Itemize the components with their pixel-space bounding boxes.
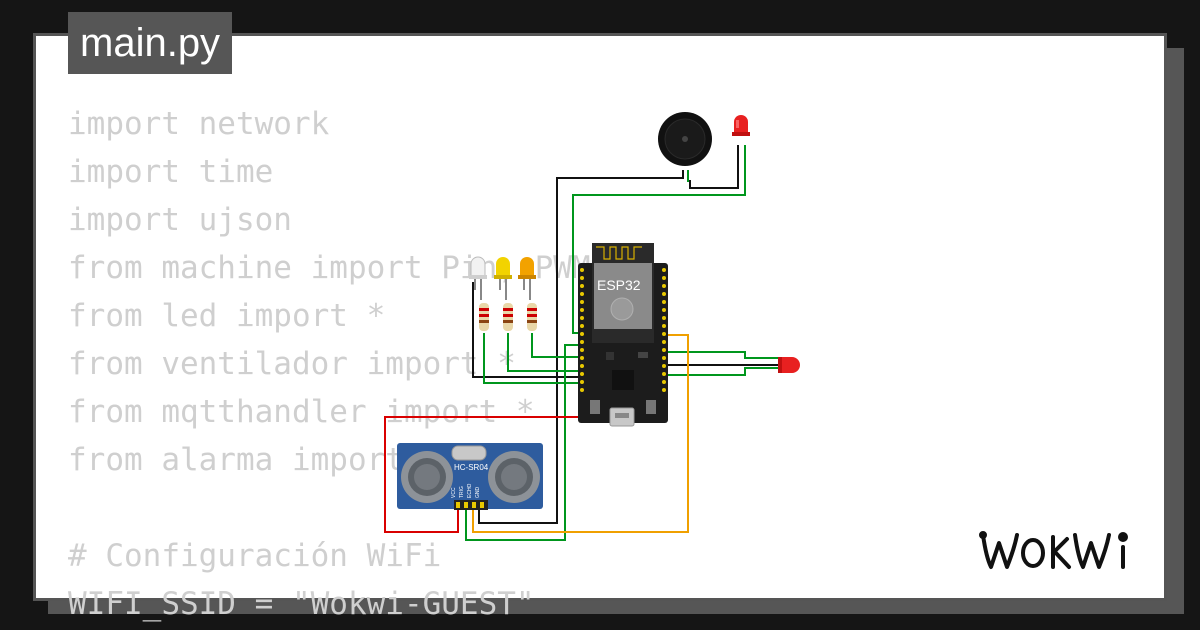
sensor-label: HC-SR04: [454, 463, 489, 472]
sensor-pin-vcc: VCC: [451, 487, 457, 498]
ultrasonic-sensor[interactable]: [397, 443, 543, 510]
code-line-11: WIFI_SSID = "Wokwi-GUEST": [68, 586, 535, 622]
led-red-right[interactable]: [778, 357, 800, 373]
sensor-pin-gnd: GND: [475, 487, 481, 499]
code-line-2: import time: [68, 154, 274, 190]
led-legs: [474, 279, 531, 300]
code-preview: import network import time import ujson …: [68, 100, 591, 628]
wokwi-logo: [979, 531, 1128, 569]
wire-green-led-right-1[interactable]: [660, 351, 778, 359]
wire-green-led-right-2[interactable]: [660, 367, 778, 376]
code-line-10: # Configuración WiFi: [68, 538, 442, 574]
wires: [384, 145, 778, 541]
resistor-2[interactable]: [503, 303, 513, 331]
esp32-board[interactable]: [578, 243, 668, 427]
led-orange[interactable]: [518, 257, 536, 279]
file-tab[interactable]: main.py: [68, 12, 233, 74]
sensor-pin-trig: TRIG: [459, 486, 465, 498]
wire-orange-echo[interactable]: [472, 334, 689, 533]
sensor-pin-labels: VCC TRIG ECHO GND: [451, 483, 481, 498]
code-line-4: from machine import Pin, PWM: [68, 250, 591, 286]
code-line-1: import network: [68, 106, 330, 142]
wire-green-led-a[interactable]: [483, 333, 585, 384]
resistor-3[interactable]: [527, 303, 537, 331]
led-yellow[interactable]: [494, 257, 512, 279]
wire-black-led1[interactable]: [472, 282, 585, 378]
led-red-top[interactable]: [732, 115, 750, 136]
esp32-label: ESP32: [597, 277, 641, 293]
wire-green-sensor[interactable]: [465, 344, 585, 541]
resistor-1[interactable]: [479, 303, 489, 331]
buzzer[interactable]: [658, 112, 712, 166]
code-line-7: from mqtthandler import *: [68, 394, 535, 430]
code-line-6: from ventilador import *: [68, 346, 516, 382]
wire-green-led-c[interactable]: [531, 333, 585, 358]
wire-red-vcc[interactable]: [384, 416, 585, 533]
led-white[interactable]: [469, 256, 487, 279]
code-line-3: import ujson: [68, 202, 292, 238]
wire-green-led2[interactable]: [572, 145, 746, 334]
wire-green-led-b[interactable]: [507, 333, 585, 372]
esp32-pins-left: [580, 268, 584, 392]
wire-black-led2[interactable]: [689, 145, 739, 189]
code-line-5: from led import *: [68, 298, 386, 334]
esp32-pins-right: [662, 268, 666, 392]
sensor-pin-echo: ECHO: [467, 483, 473, 498]
wire-black-buzzer[interactable]: [478, 170, 684, 524]
